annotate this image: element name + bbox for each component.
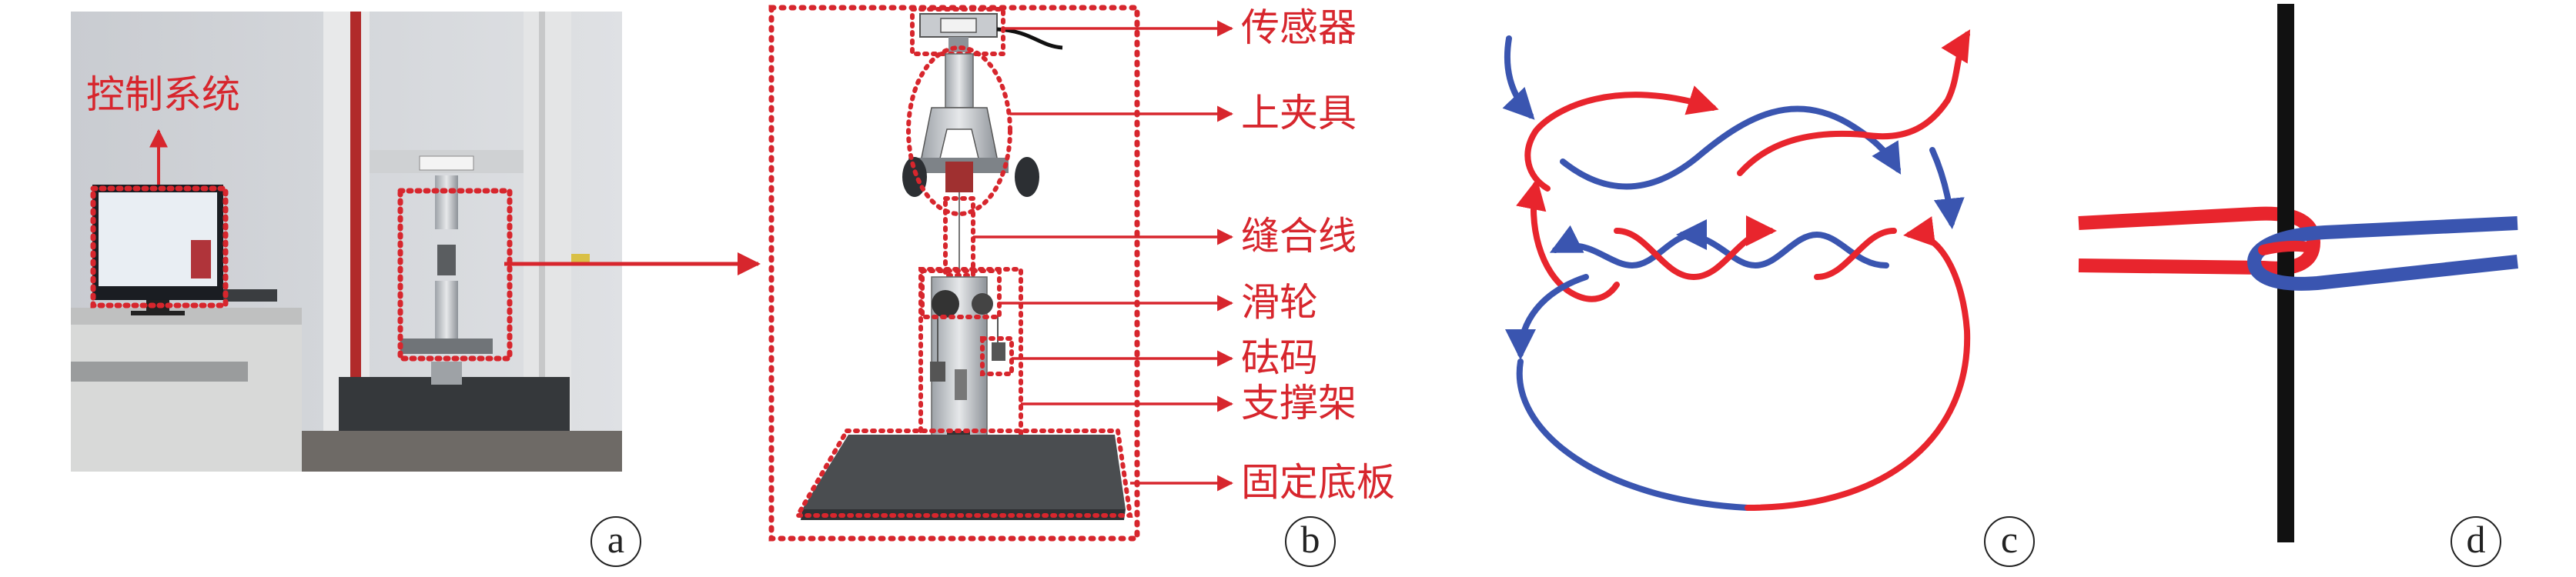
panel-c-circle (1984, 516, 2035, 567)
floor (302, 431, 622, 472)
knot-blue-top-wave (1560, 105, 1902, 190)
panel-b: 传感器 上夹具 缝合线 滑轮 砝码 支撑架 固定底板 b (768, 5, 1395, 567)
sensor-cable (996, 27, 1063, 50)
control-system-label: 控制系统 (86, 72, 240, 117)
knot-red-bottom-loop (1745, 216, 1971, 511)
base-coupling (431, 362, 462, 385)
sensor-illustration (919, 13, 1063, 52)
upper-grip-jaw (437, 245, 456, 275)
knot-red-top-loop (1524, 85, 1719, 192)
keyboard-tray (71, 362, 248, 382)
label-support: 支撑架 (1241, 381, 1357, 425)
control-system-box (90, 185, 229, 309)
label-pulley: 滑轮 (1241, 280, 1318, 325)
panel-b-circle (1285, 516, 1336, 567)
upper-clamp-illustration (902, 53, 1039, 197)
weight-center (955, 369, 967, 400)
panel-a: 控制系统 a (71, 12, 761, 567)
weight-right (992, 342, 1005, 361)
label-sensor: 传感器 (1241, 5, 1357, 50)
lower-fixture-photo (435, 281, 458, 342)
machine-photo (71, 12, 622, 472)
panel-d-letter: d (2467, 518, 2486, 561)
support-illustration (930, 276, 1005, 448)
knot-blue-left-descend (1505, 274, 1589, 360)
panel-d-circle (2451, 516, 2501, 567)
power-strip (223, 289, 277, 302)
panel-d: d (2078, 4, 2518, 567)
pulley-right (972, 293, 993, 315)
label-base-plate: 固定底板 (1241, 460, 1395, 505)
knot-blue-mid-1 (1549, 225, 1697, 269)
knot-blue-mid-2 (1676, 219, 1889, 269)
knot-blue-top-left (1502, 35, 1535, 120)
machine-right-rail (539, 12, 545, 431)
label-weight: 砝码 (1241, 335, 1318, 380)
screen-widget (191, 240, 211, 278)
rod (2277, 4, 2294, 542)
panel-a-letter: a (607, 518, 624, 561)
pulley-left (932, 290, 959, 318)
machine-left-column (323, 12, 370, 431)
knot-blue-right-drop (1929, 147, 1965, 229)
monitor-base (131, 311, 185, 315)
crosshead-badge (419, 155, 474, 171)
clamp-jaw (945, 162, 973, 192)
panel-a-circle (590, 516, 641, 567)
panel-b-letter: b (1301, 518, 1320, 561)
clamp-rod (945, 53, 974, 108)
upper-grip-photo (435, 175, 458, 229)
knot-blue-bottom-loop (1516, 359, 1751, 511)
desk (71, 308, 302, 472)
clamp-wheel-right (1015, 157, 1039, 197)
knot-red-top-right (1737, 29, 1971, 176)
fixture-highlight-box (397, 188, 513, 362)
panel-c-letter: c (2001, 518, 2018, 561)
knot-red-mid-2 (1814, 228, 1897, 280)
machine-base (339, 377, 570, 431)
label-suture: 缝合线 (1241, 214, 1357, 258)
weight-left (930, 362, 945, 382)
machine-right-column (524, 12, 571, 431)
sensor-plate (940, 18, 977, 33)
fixture-plate (400, 339, 493, 354)
knot-red-mid-1 (1614, 215, 1777, 281)
upper-clamp-box (906, 45, 1012, 216)
thread-blue (2246, 216, 2518, 291)
machine-red-rail (350, 12, 361, 431)
desk-edge (71, 308, 302, 325)
weight-box (980, 336, 1014, 376)
label-upper-clamp: 上夹具 (1241, 91, 1357, 135)
base-plate-box (793, 429, 1133, 518)
panel-c: c (1502, 29, 2035, 567)
clamp-yoke (920, 107, 999, 162)
thread-red-overlap (2258, 240, 2315, 255)
base-plate (802, 435, 1126, 509)
